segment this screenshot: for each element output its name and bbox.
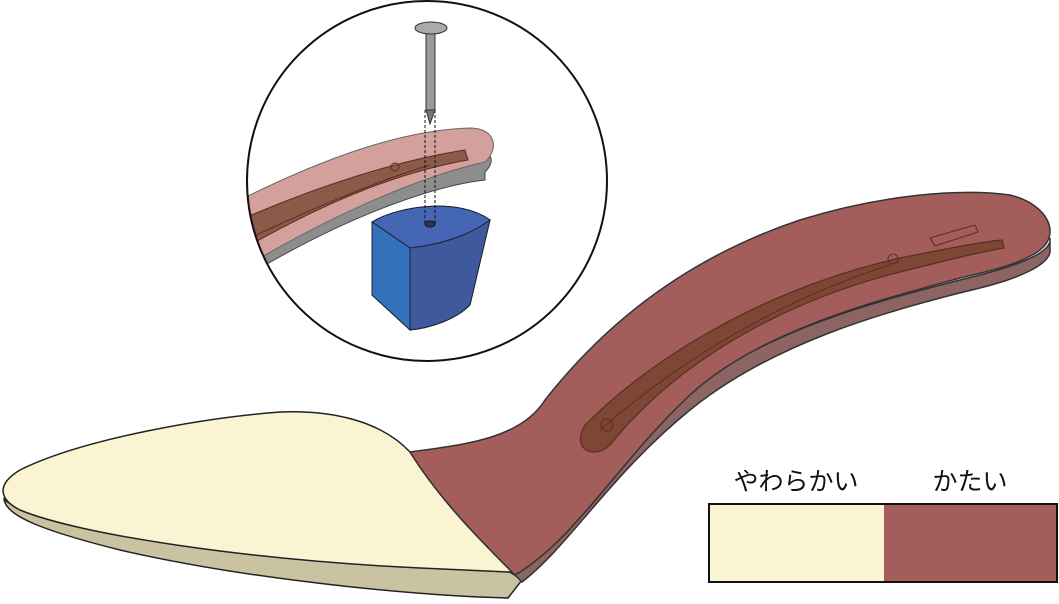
heel-detail-inset <box>247 1 607 361</box>
stiffener-groove <box>599 264 891 431</box>
insole-soft-zone <box>2 411 516 576</box>
legend-hard-label: かたい <box>932 467 1008 496</box>
nail-icon <box>414 21 448 126</box>
legend-soft-swatch <box>708 503 885 583</box>
inset-stiffener <box>247 149 469 249</box>
stiffener-plate <box>579 239 1005 453</box>
legend-soft-label: やわらかい <box>733 467 859 496</box>
stiffener-slot <box>929 224 979 247</box>
stiffener-hole <box>600 418 614 432</box>
legend-hard-swatch <box>884 503 1058 583</box>
insole-hard-zone <box>408 191 1051 576</box>
stiffener-hole-2 <box>887 253 899 265</box>
